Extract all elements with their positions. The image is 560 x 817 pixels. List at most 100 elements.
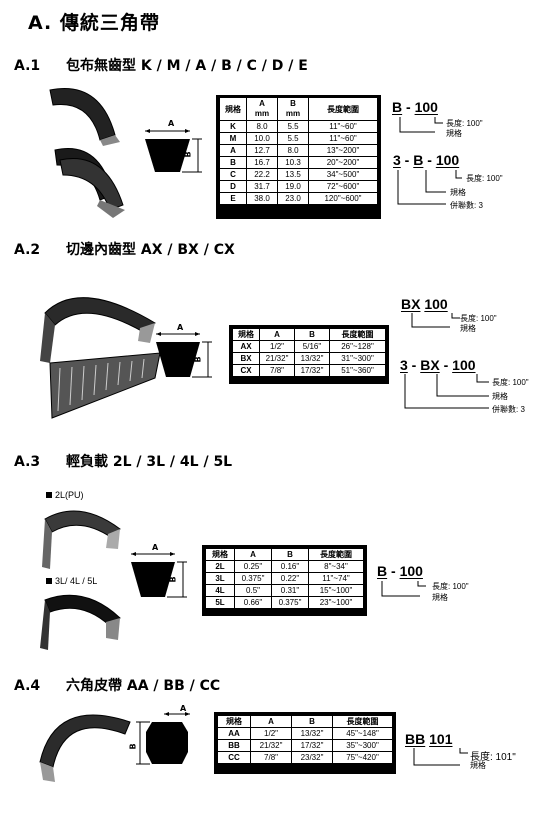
table-cell: 21/32" <box>250 739 292 752</box>
code-connector <box>404 374 489 409</box>
length-note: 長度: 100" <box>432 582 469 591</box>
table-cell: 8.0 <box>246 120 278 133</box>
count-note: 併聯數: 3 <box>492 405 525 414</box>
table-cell: 7/8" <box>259 364 295 377</box>
belt-image-light-duty <box>40 594 121 650</box>
table-cell: 22.2 <box>246 168 278 181</box>
spec-code-cell: BB <box>217 739 251 752</box>
spec-code-cell: 2L <box>205 560 235 573</box>
length-note: 長度: 100" <box>460 314 497 323</box>
section-name: 包布無齒型 K / M / A / B / C / D / E <box>66 58 308 74</box>
col-header: B mm <box>277 97 309 121</box>
spec-code-cell: B <box>219 156 247 169</box>
table-cell: 17/32" <box>291 739 333 752</box>
dim-label-b: B <box>193 356 203 363</box>
count-note: 併聯數: 3 <box>450 201 483 210</box>
table-cell: 13"~200" <box>308 144 378 157</box>
table-cell: 8.0 <box>277 144 309 157</box>
code-spec: B <box>377 563 388 579</box>
col-header: B <box>294 328 330 341</box>
code-example-2: 3 - BX - 100 <box>400 357 476 373</box>
dim-label-a: A <box>168 119 175 128</box>
code-example-1: BX 100 <box>401 296 448 312</box>
table-cell: 10.0 <box>246 132 278 145</box>
col-header: B <box>291 715 333 728</box>
table-cell: 0.31" <box>271 584 309 597</box>
col-header: 長度範圍 <box>332 715 393 728</box>
code-length: 100 <box>424 296 448 312</box>
col-header: A <box>250 715 292 728</box>
table-cell: 20"~200" <box>308 156 378 169</box>
table-cell: 8"~34" <box>308 560 364 573</box>
col-header: 長度範圍 <box>329 328 386 341</box>
section-a1-heading: A.1 包布無齒型 K / M / A / B / C / D / E <box>14 55 308 75</box>
code-example-1: B - 100 <box>392 99 438 115</box>
table-cell: 15"~100" <box>308 584 364 597</box>
spec-code-cell: AX <box>232 340 260 353</box>
code-example-1: B - 100 <box>377 563 423 579</box>
table-cell: 0.5" <box>234 584 272 597</box>
dim-label-a: A <box>180 704 187 713</box>
section-name: 切邊內齒型 AX / BX / CX <box>66 242 235 258</box>
table-cell: 11"~60" <box>308 132 378 145</box>
table-cell: 0.22" <box>271 572 309 585</box>
table-cell: 13/32" <box>291 727 333 740</box>
table-cell: 5/16" <box>294 340 330 353</box>
spec-code-cell: CX <box>232 364 260 377</box>
belt-image-2l-pu <box>42 510 121 569</box>
table-cell: 12.7 <box>246 144 278 157</box>
table-cell: 19.0 <box>277 180 309 193</box>
spec-code-cell: E <box>219 192 247 205</box>
spec-note: 規格 <box>492 392 508 401</box>
spec-code-cell: C <box>219 168 247 181</box>
table-cell: 38.0 <box>246 192 278 205</box>
belt-image-cogged <box>40 297 161 419</box>
spec-code-cell: AA <box>217 727 251 740</box>
spec-note: 規格 <box>470 761 486 770</box>
table-cell: 72"~600" <box>308 180 378 193</box>
spec-note: 規格 <box>432 593 448 602</box>
table-cell: 0.66" <box>234 596 272 609</box>
spec-note: 規格 <box>446 129 462 138</box>
code-spec: BX <box>420 357 440 373</box>
code-spec: B <box>392 99 403 115</box>
page-title: A. 傳統三角帶 <box>28 12 160 34</box>
table-cell: 23/32" <box>291 751 333 764</box>
spec-code-cell: BX <box>232 352 260 365</box>
section-name: 六角皮帶 AA / BB / CC <box>66 678 221 694</box>
table-cell: 13.5 <box>277 168 309 181</box>
section-number: A.1 <box>14 58 41 74</box>
table-cell: 31"~300" <box>329 352 386 365</box>
code-count: 3 <box>400 357 408 373</box>
belt-image-hexagonal <box>39 714 131 782</box>
spec-code-cell: CC <box>217 751 251 764</box>
code-spec: BB <box>405 731 426 747</box>
col-header: A <box>259 328 295 341</box>
section-a4-heading: A.4 六角皮帶 AA / BB / CC <box>14 675 220 695</box>
section-number: A.4 <box>14 678 41 694</box>
spec-note: 規格 <box>460 324 476 333</box>
code-connector <box>413 748 468 766</box>
trapezoid-cross-section <box>131 552 187 598</box>
spec-code-cell: 5L <box>205 596 235 609</box>
spec-code-cell: D <box>219 180 247 193</box>
table-cell: 31.7 <box>246 180 278 193</box>
spec-code-cell: 3L <box>205 572 235 585</box>
trapezoid-cross-section <box>145 129 202 173</box>
table-cell: 45"~148" <box>332 727 393 740</box>
col-header: 長度範圍 <box>308 548 364 561</box>
col-header: 規格 <box>205 548 235 561</box>
dim-label-b: B <box>128 743 138 750</box>
